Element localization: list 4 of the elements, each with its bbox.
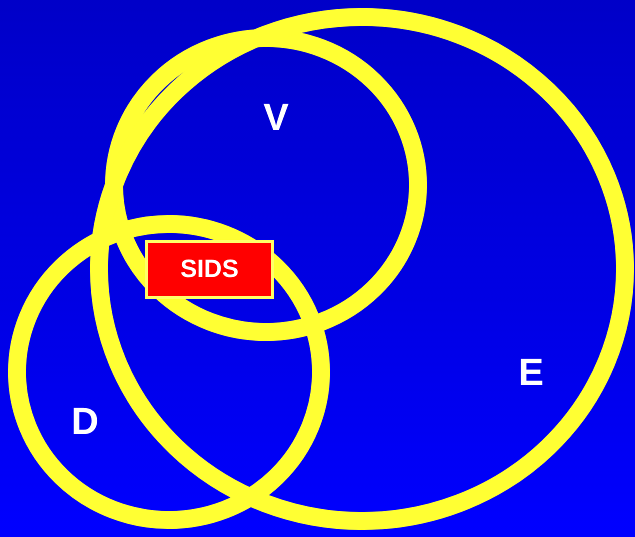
set-label: D [71, 403, 99, 441]
intersection-label: SIDS [145, 240, 274, 299]
set-label: E [518, 354, 544, 392]
set-label: V [263, 99, 289, 137]
